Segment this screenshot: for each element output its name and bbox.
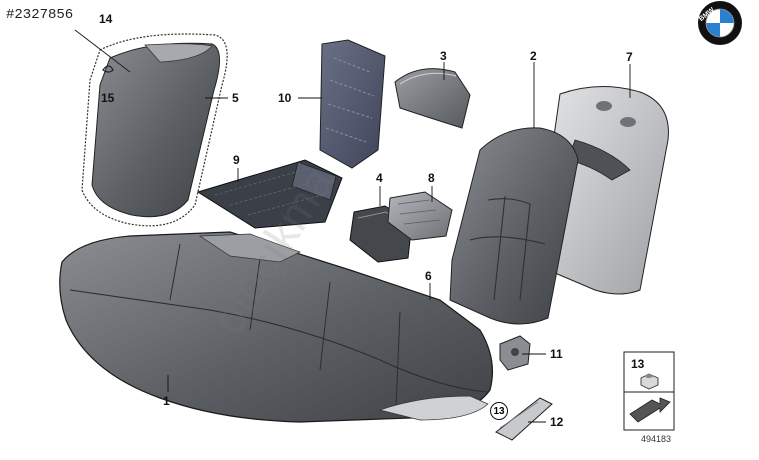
callout-11[interactable]: 11 [550, 347, 563, 361]
direction-arrow-icon [629, 397, 671, 423]
part-9-seat-mat[interactable] [196, 159, 343, 229]
bmw-logo: BMW [698, 1, 742, 45]
part-1-seat-cushion[interactable] [59, 231, 494, 423]
part-2-backrest[interactable] [449, 127, 579, 325]
callout-1[interactable]: 1 [163, 394, 170, 408]
diagram-number: 494183 [641, 434, 672, 444]
part-8-trim[interactable] [387, 191, 453, 241]
callout-6[interactable]: 6 [425, 269, 432, 283]
callout-12[interactable]: 12 [550, 415, 564, 429]
callout-2[interactable]: 2 [530, 49, 537, 63]
callout-9[interactable]: 9 [233, 153, 240, 167]
callout-10[interactable]: 10 [278, 91, 292, 105]
callout-4[interactable]: 4 [376, 171, 383, 185]
part-14-15-clip[interactable] [74, 29, 131, 73]
callout-14[interactable]: 14 [99, 12, 113, 26]
part-11-clip[interactable] [499, 335, 531, 371]
part-5-side-bolster[interactable] [81, 33, 228, 227]
callout-15[interactable]: 15 [101, 91, 115, 105]
legend-label: 13 [631, 357, 645, 371]
leader-lines [167, 62, 631, 423]
part-10-foam-pad[interactable] [319, 39, 386, 169]
id-label: #2327856 [6, 7, 74, 23]
part-12-bracket[interactable] [495, 397, 553, 441]
legend-box [623, 351, 675, 431]
callout-5[interactable]: 5 [232, 91, 239, 105]
callout-7[interactable]: 7 [626, 50, 633, 64]
callout-13-circled[interactable]: 13 [490, 402, 508, 420]
part-7-backrest-rear[interactable] [547, 86, 669, 295]
callout-3[interactable]: 3 [440, 49, 447, 63]
part-3-pad[interactable] [394, 68, 471, 129]
callout-8[interactable]: 8 [428, 171, 435, 185]
